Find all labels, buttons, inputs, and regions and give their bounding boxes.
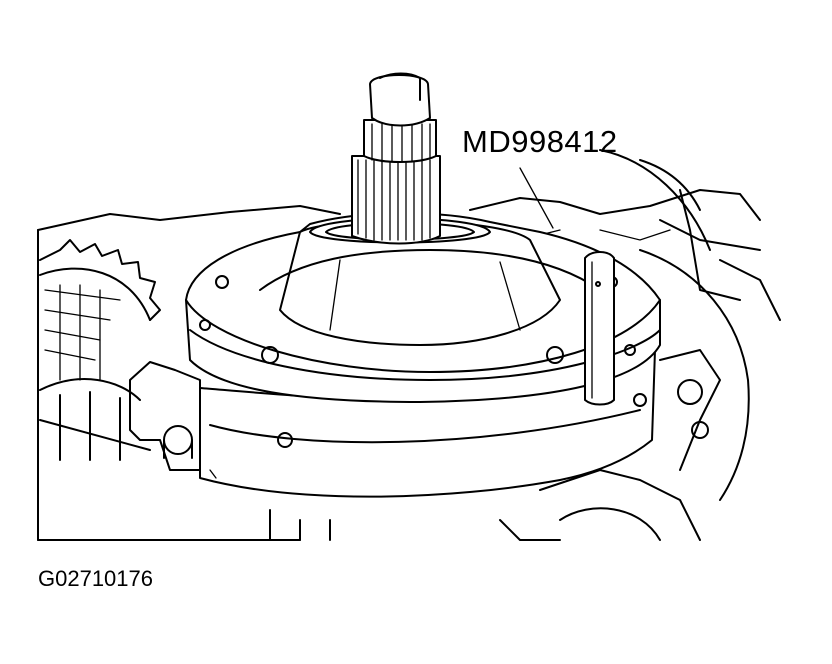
transaxle-case	[37, 149, 781, 541]
bracket	[129, 361, 201, 471]
gear-icon	[39, 239, 161, 461]
bolt-icon	[163, 425, 193, 455]
input-shaft	[309, 72, 491, 245]
oil-pump-assembly	[185, 212, 661, 498]
figure-code: G02710176	[38, 566, 153, 591]
guide-pin-tool	[584, 251, 615, 406]
callout-leader	[519, 167, 554, 229]
tool-callout-label: MD998412	[462, 124, 618, 159]
